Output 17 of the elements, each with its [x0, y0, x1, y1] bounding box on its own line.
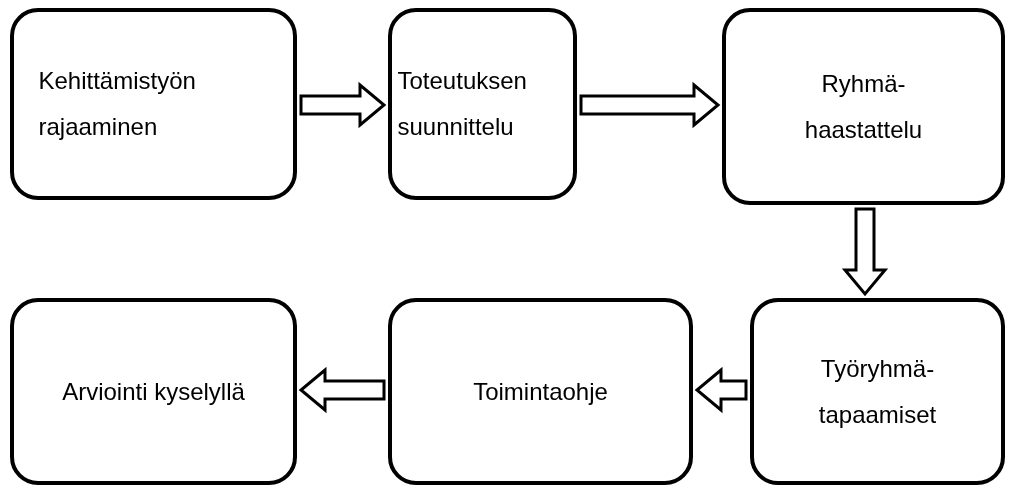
- step-label: Toimintaohje: [473, 376, 608, 407]
- process-box: [388, 298, 693, 485]
- step-label: Arviointi kyselyllä: [62, 376, 245, 407]
- process-box: [722, 8, 1005, 205]
- step-label: Työryhmä-tapaamiset: [817, 353, 938, 430]
- step-label: Ryhmä-haastattelu: [803, 68, 924, 145]
- block-arrow: [694, 366, 748, 414]
- block-arrow: [841, 207, 889, 297]
- block-arrow: [299, 81, 387, 129]
- block-arrow: [579, 81, 721, 129]
- process-box: [10, 298, 297, 485]
- block-arrow: [298, 366, 386, 414]
- process-box: [750, 298, 1005, 485]
- process-box: [10, 8, 297, 200]
- step-label: Toteutuksen suunnittelu: [397, 66, 528, 142]
- step-label: Kehittämistyön rajaaminen: [38, 66, 197, 142]
- process-box: [388, 8, 577, 200]
